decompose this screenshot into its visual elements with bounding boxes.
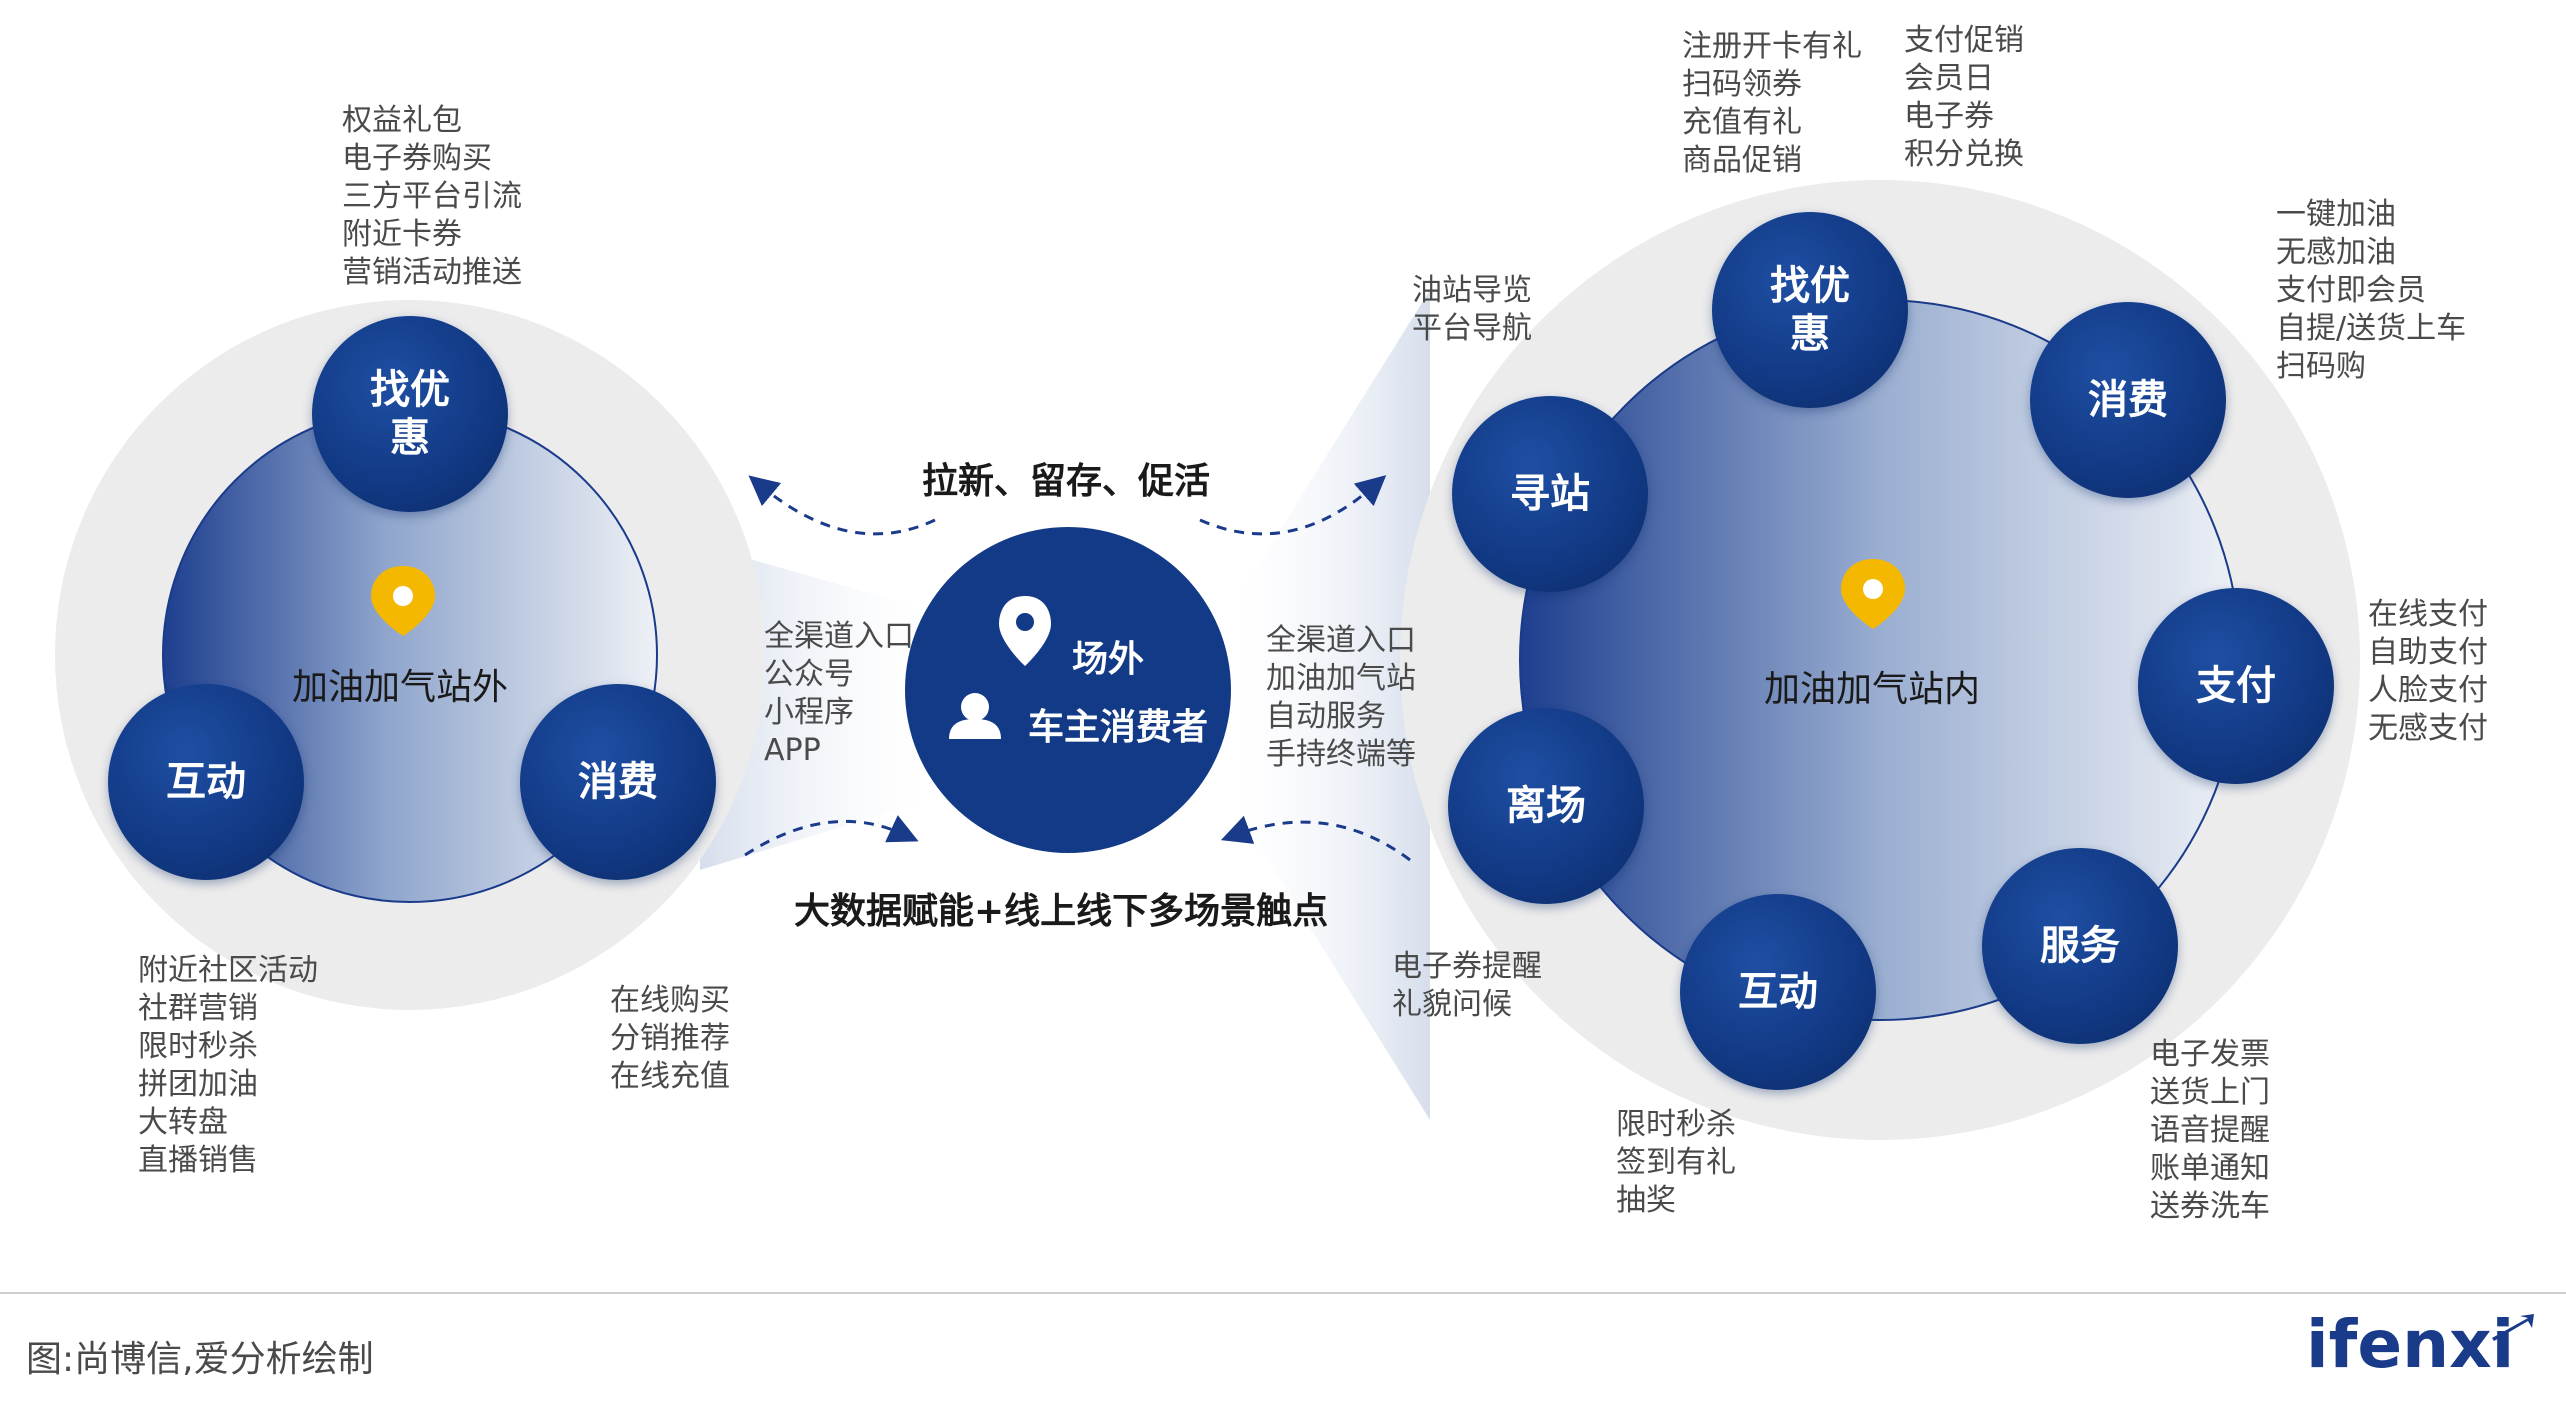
center-right-labels: 全渠道入口 加油加气站 自动服务 手持终端等 [1266,623,1416,772]
outside-hub-label: 加油加气站外 [292,667,509,708]
arrow-top-right [1199,475,1387,536]
inside-pay-labels: 在线支付 自助支付 人脸支付 无感支付 [2368,597,2488,746]
inside-location-pin-icon [1841,559,1905,629]
inside-hub-label: 加油加气站内 [1764,669,1981,710]
center-circle [905,527,1231,853]
inside-node-pay[interactable]: 支付 [2138,588,2334,784]
logo-arrow-icon [2492,1314,2534,1341]
outside-top-labels: 权益礼包 电子券购买 三方平台引流 附近卡券 营销活动推送 [342,103,522,290]
center-top-caption: 拉新、留存、促活 [922,461,1211,502]
inside-consume-labels: 一键加油 无感加油 支付即会员 自提/送货上车 扫码购 [2276,197,2467,384]
footer-divider [0,1292,2566,1294]
inside-leave-labels: 电子券提醒 礼貌问候 [1392,949,1542,1022]
inside-node-service[interactable]: 服务 [1982,848,2178,1044]
center-line1: 场外 [1072,639,1145,680]
inside-discount-labels-b: 支付促销 会员日 电子券 积分兑换 [1904,23,2024,172]
center-person-icon [949,693,1001,739]
inside-interact-labels: 限时秒杀 签到有礼 抽奖 [1616,1107,1736,1218]
footer-source: 图:尚博信,爱分析绘制 [26,1339,374,1380]
inside-find-station-labels: 油站导览 平台导航 [1412,273,1532,346]
inside-hub-circle [1520,300,2240,1020]
inside-node-find-station[interactable]: 寻站 [1452,396,1648,592]
outside-node-consume[interactable]: 消费 [520,684,716,880]
arrow-bottom-left [744,815,919,857]
center-line2: 车主消费者 [1028,707,1209,748]
outside-bottom-left-labels: 附近社区活动 社群营销 限时秒杀 拼团加油 大转盘 直播销售 [138,953,318,1178]
center-location-pin-icon [999,596,1051,666]
outside-location-pin-icon [371,566,435,636]
center-left-labels: 全渠道入口 公众号 小程序 APP [764,619,914,768]
inside-node-interact[interactable]: 互动 [1680,894,1876,1090]
inside-node-discount[interactable]: 找优惠 [1712,212,1908,408]
center-bottom-caption: 大数据赋能+线上线下多场景触点 [794,891,1329,932]
outside-bottom-right-labels: 在线购买 分销推荐 在线充值 [610,983,730,1094]
arrow-bottom-right [1220,815,1411,862]
inside-service-labels: 电子发票 送货上门 语音提醒 账单通知 送券洗车 [2150,1037,2270,1224]
inside-discount-labels-a: 注册开卡有礼 扫码领券 充值有礼 商品促销 [1682,29,1862,178]
outside-node-interact[interactable]: 互动 [108,684,304,880]
ifenxi-logo: ifenxi [2306,1306,2515,1383]
arrow-top-left [748,475,936,536]
outside-node-discount[interactable]: 找优惠 [312,316,508,512]
inside-node-leave[interactable]: 离场 [1448,708,1644,904]
inside-node-consume[interactable]: 消费 [2030,302,2226,498]
